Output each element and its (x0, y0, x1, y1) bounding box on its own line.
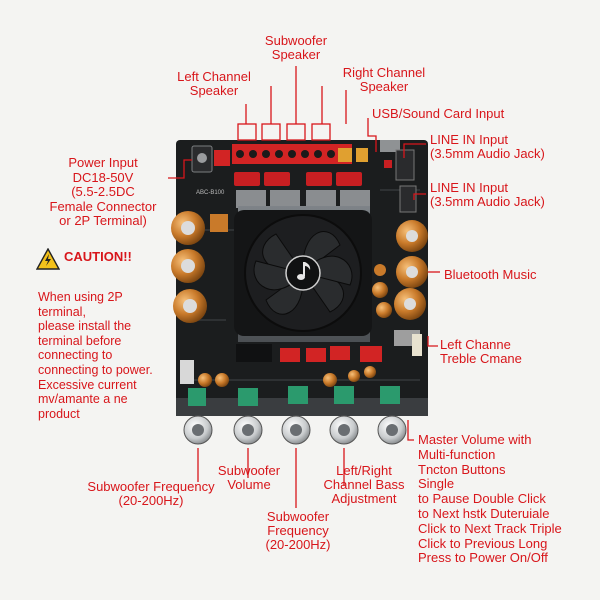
caution-title: CAUTION!! (64, 249, 132, 264)
inductors (234, 172, 362, 186)
label-usb-input: USB/Sound Card Input (372, 106, 505, 121)
label-master-volume: Master Volume with Multi-function Tncton… (418, 432, 562, 566)
label-treble: Left Channe Treble Cmane (440, 337, 522, 366)
usb-port (380, 140, 400, 152)
label-line-in-2: LINE IN Input (3.5mm Audio Jack) (430, 180, 545, 209)
warning-icon (36, 248, 60, 270)
label-lr-bass: Left/Right Channel Bass Adjustment (323, 463, 405, 506)
label-line-in-1: LINE IN Input (3.5mm Audio Jack) (430, 132, 545, 161)
label-power-input: Power Input DC18-50V (5.5-2.5DC Female C… (49, 155, 157, 228)
label-bluetooth-music: Bluetooth Music (444, 267, 537, 282)
label-right-channel-speaker: Right Channel Speaker (342, 65, 426, 94)
right-capacitors (372, 220, 428, 320)
board-model: ABC-B100 (196, 190, 225, 196)
label-subwoofer-volume: Subwoofer Volume (217, 463, 281, 492)
label-left-channel-speaker: Left Channel Speaker (177, 69, 251, 98)
adjustment-knobs (183, 415, 407, 445)
label-subwoofer-frequency-left: Subwoofer Frequency (20-200Hz) (87, 479, 215, 508)
caution-body: When using 2P terminal, please install t… (38, 290, 153, 421)
trimmer-pots (188, 386, 400, 406)
label-subwoofer-frequency-bottom: Subwoofer Frequency (20-200Hz) (265, 509, 331, 552)
left-capacitors (171, 211, 228, 323)
music-note-icon (297, 262, 311, 280)
label-subwoofer-speaker: Subwoofer Speaker (264, 33, 328, 62)
